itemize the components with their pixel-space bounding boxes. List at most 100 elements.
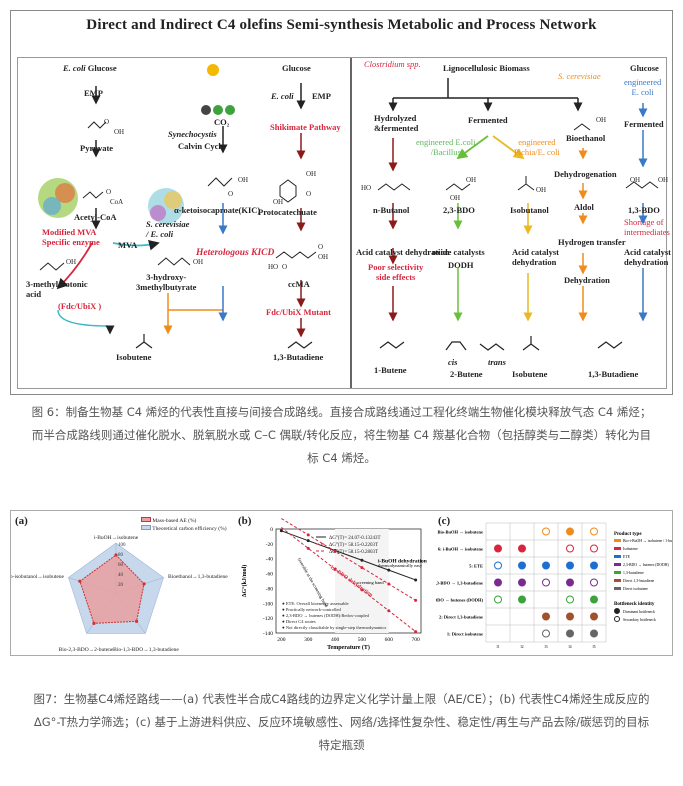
legend-swatch <box>614 579 621 582</box>
matrix-cell-marker <box>542 527 550 536</box>
radar-axis-label: Bio-isobutanol→isobutene <box>11 574 65 580</box>
legend-entry: ΔG°(T)= 58.15-0.2803T <box>329 550 378 555</box>
figure-title: Direct and Indirect C4 olefins Semi-synt… <box>86 17 597 33</box>
legend-swatch <box>614 563 621 566</box>
figure-7-caption: 图7：生物基C4烯烃路线——(a) 代表性半合成C4路线的边界定义化学计量上限（… <box>33 692 650 752</box>
kic-label: α-ketoisocaproate(KIC) <box>174 205 261 215</box>
matrix-cell-marker <box>518 578 526 587</box>
legend-entry: Dominant bottleneck <box>623 610 655 614</box>
legend-entry: 2,3-BDO → butenes (DODH) <box>623 563 670 568</box>
emp-label: EMP <box>84 88 103 98</box>
series-point <box>414 598 418 602</box>
series-point <box>306 533 310 537</box>
isobutene-label-2: Isobutene <box>512 369 548 379</box>
x-tick-label: 200 <box>277 637 286 643</box>
matrix-cell-marker <box>494 595 502 604</box>
bdo13-oh-2: OH <box>658 176 669 184</box>
annotation-ibuoh-easy: thermodynamically easy <box>378 563 423 568</box>
engineered-ecoli-label: engineered E. coli <box>624 77 662 97</box>
y-tick-label: -60 <box>266 572 274 578</box>
fermented-label-1: Fermented <box>468 115 508 125</box>
glucose-label-2: Glucose <box>282 63 311 73</box>
butadiene-label-2: 1,3-Butadiene <box>588 369 639 379</box>
matrix-cell-marker <box>590 561 598 570</box>
butene1-label: 1-Butene <box>374 365 407 375</box>
screening-band <box>335 529 389 633</box>
isobutanol-oh: OH <box>536 186 547 194</box>
y-tick-label: 0 <box>270 527 273 533</box>
scerevisiae-label: S. cerevisiae <box>558 71 601 81</box>
ethanol-oh: OH <box>596 116 607 124</box>
matrix-cell-marker <box>566 561 574 570</box>
ligno-label: Lignocellulosic Biomass <box>443 63 530 73</box>
modified-mva-label: Modified MVA <box>42 227 97 237</box>
legend-swatch <box>614 571 621 574</box>
acetyl-o: O <box>106 188 112 196</box>
bdo23-oh-1: OH <box>466 176 477 184</box>
panel-a-label: (a) <box>15 515 28 527</box>
bdo13-label: 1,3-BDO <box>628 205 660 215</box>
matrix-cell-marker <box>590 578 598 587</box>
pyruvate-oh: OH <box>114 128 125 136</box>
ccma-label: ccMA <box>288 279 310 289</box>
y-tick-label: -20 <box>266 542 274 548</box>
network-arrows <box>38 64 659 351</box>
matrix-cell-marker <box>518 595 526 604</box>
section-divider <box>350 58 352 388</box>
ccma-o-2: O <box>282 263 288 271</box>
legend-title: Product type <box>614 532 642 537</box>
legend-marker <box>614 608 620 614</box>
radar-tick: 80 <box>118 553 124 558</box>
legend-entry: 1,3-butadiene <box>623 571 644 576</box>
x-tick-label: 400 <box>331 637 340 643</box>
panel-c-label: (c) <box>438 515 451 527</box>
radar-axis-label: Bioethanol→1,3-butadiene <box>168 574 228 580</box>
radar-legend-theo: Theoretical carbon efficiency (%) <box>141 525 227 532</box>
matrix-cell-marker <box>566 612 574 621</box>
matrix-row-label: 1: Direct isobutene <box>447 632 483 637</box>
mva-label: MVA <box>118 240 138 250</box>
legend-swatch <box>614 555 621 558</box>
ecoli-label-2: E. coli <box>271 91 294 101</box>
legend-entry: ΔG°(T)= 58.15-0.2203T <box>329 543 378 548</box>
radar-axis-label: i-BuOH→isobutene <box>94 535 139 541</box>
note-text: ● 2,3-BDO → butenes (DODH):Redox-coupled <box>282 613 370 619</box>
matrix-col-label: I2 <box>521 645 524 649</box>
x-tick-label: 500 <box>358 637 367 643</box>
dehydration-label: Dehydration <box>564 275 610 285</box>
bioethanol-label: Bioethanol <box>566 133 606 143</box>
matrix-cell-marker <box>494 561 502 570</box>
glucose-label-3: Glucose <box>630 63 659 73</box>
x-axis-label: Temperature (T) <box>327 644 370 651</box>
radar-axis-label: Bio-1,3-BDO→1,3-butadiene <box>113 647 179 653</box>
y-tick-label: -80 <box>266 586 274 592</box>
acid-cat-label-1: Acid catalyst dehydration <box>356 247 450 257</box>
emp-label-2: EMP <box>312 91 331 101</box>
matrix-cell-marker <box>566 544 574 553</box>
legend-swatch <box>614 539 621 542</box>
acetyl-coa-label: Acetyl-CoA <box>74 212 117 222</box>
dodh-label: DODH <box>448 260 474 270</box>
radar-legend-mass-text: Mass-based AE (%) <box>152 518 197 524</box>
matrix-col-label: I1 <box>497 645 500 649</box>
matrix-cell-marker <box>590 612 598 621</box>
radar-legend-theo-text: Theoretical carbon efficiency (%) <box>152 526 227 532</box>
series-point <box>387 609 391 613</box>
annotation-ibuoh: i-BuOH dehydration <box>378 558 427 564</box>
matrix-cell-marker <box>518 561 526 570</box>
coa-label: CoA <box>110 198 124 206</box>
y-tick-label: -40 <box>266 557 274 563</box>
bdo23-oh-2: OH <box>450 194 461 202</box>
matrix-row-label: 7: Bio-BuOH → isobutene <box>436 530 483 535</box>
legend-entry: ΔG°(T)= 24.07-0.13243T <box>329 536 381 541</box>
ccma-o: O <box>318 243 324 251</box>
acid-cat-label-3: Acid catalyst dehydration <box>624 247 671 267</box>
fdc-ubix-mutant-label: Fdc/UbiX Mutant <box>266 307 331 317</box>
note-text: ● ETE: Overall bioenergy assessable <box>282 601 349 606</box>
hydrogen-label: Hydrogen transfer <box>558 237 626 247</box>
